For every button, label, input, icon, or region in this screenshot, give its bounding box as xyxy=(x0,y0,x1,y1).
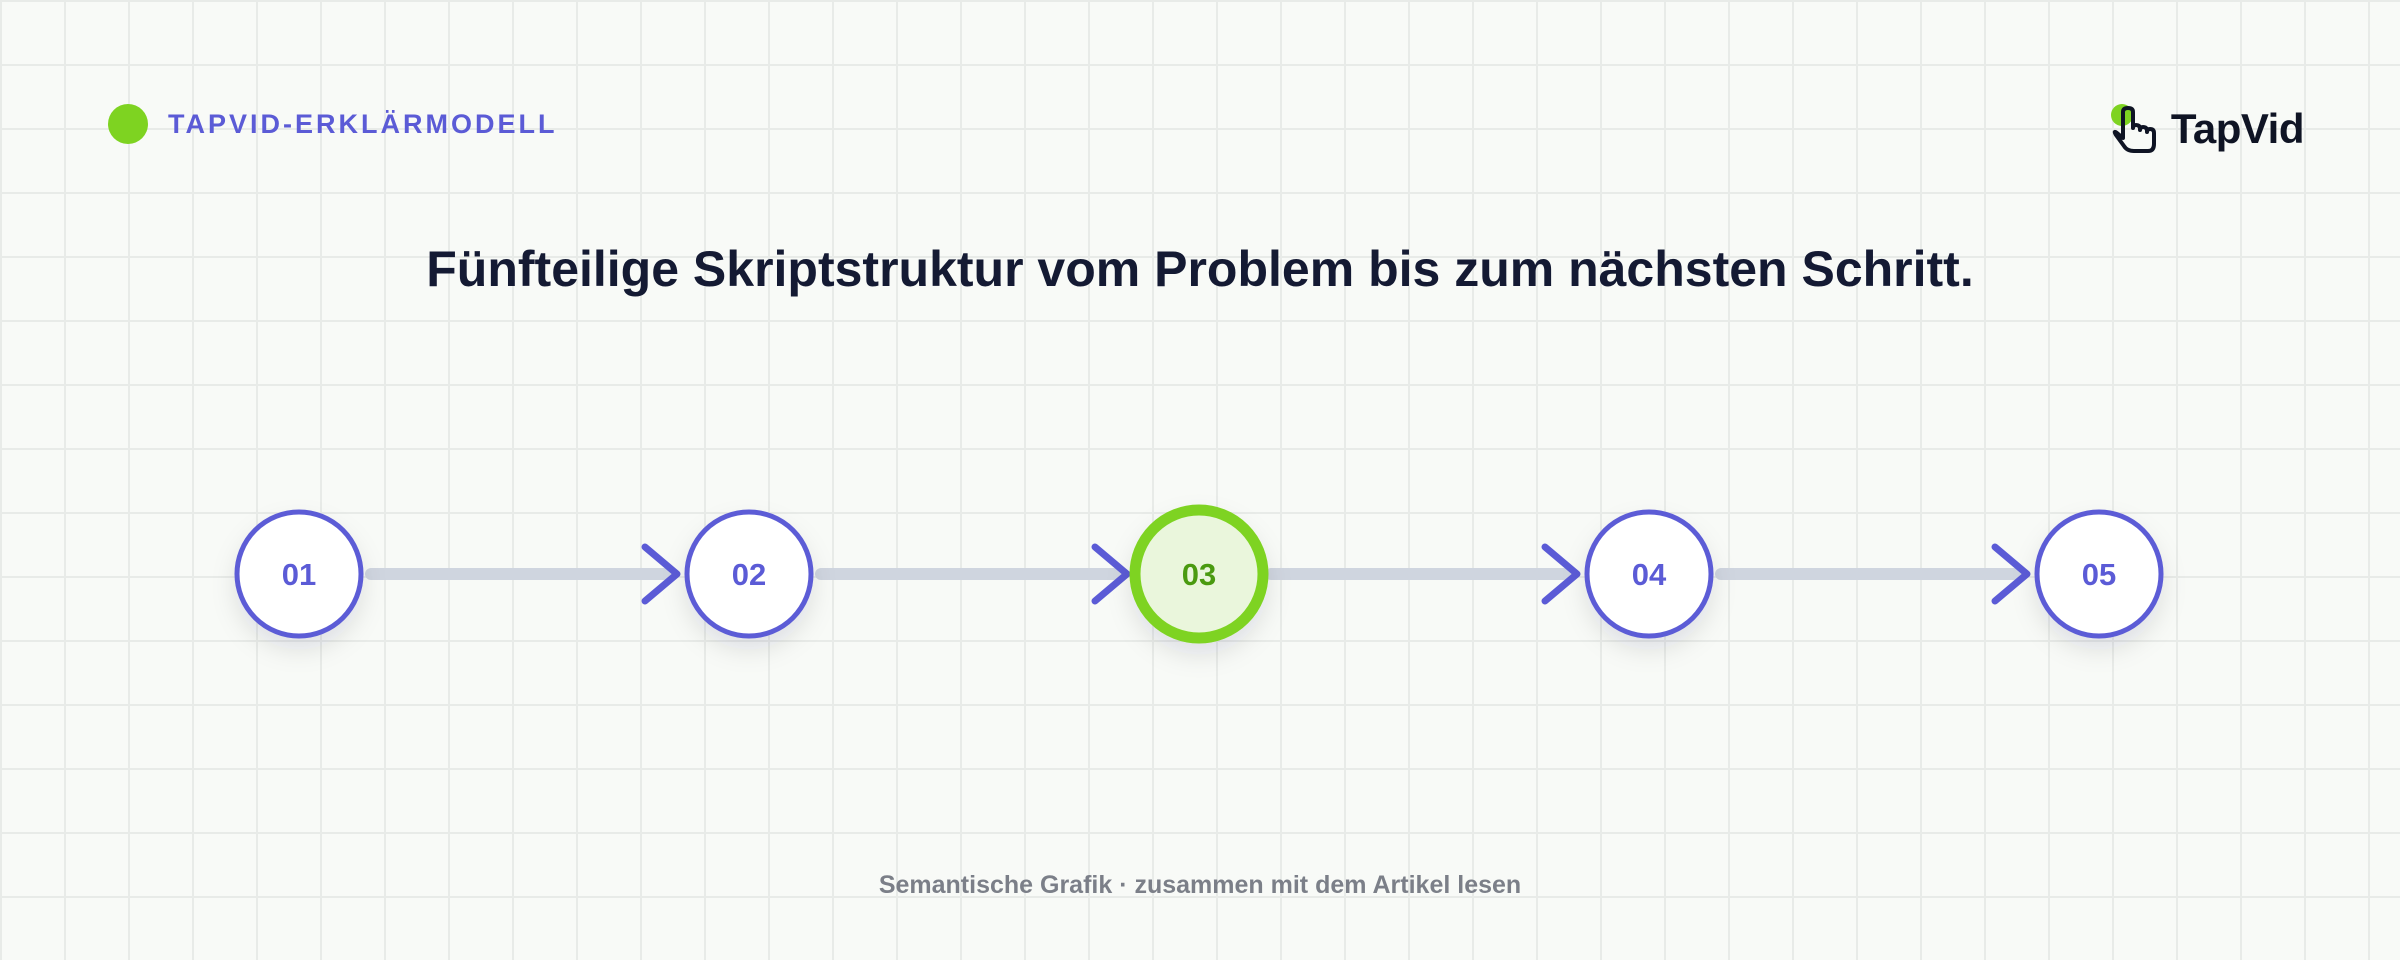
step-label: 01 xyxy=(282,557,316,592)
arrow-right-icon xyxy=(365,543,681,605)
step-node-03: 03 xyxy=(1129,504,1269,644)
arrow-right-icon xyxy=(1265,543,1581,605)
arrow-right-icon xyxy=(1715,543,2031,605)
step-node-02: 02 xyxy=(684,509,814,639)
green-dot-icon xyxy=(108,104,148,144)
arrow-right-icon xyxy=(815,543,1131,605)
step-label: 02 xyxy=(732,557,766,592)
footer-caption: Semantische Grafik · zusammen mit dem Ar… xyxy=(878,871,1522,899)
step-label: 05 xyxy=(2082,557,2116,592)
category-label: TAPVID-ERKLÄRMODELL xyxy=(168,108,558,139)
brand-name: TapVid xyxy=(2170,105,2305,152)
step-label: 04 xyxy=(1632,557,1667,592)
page-title: Fünfteilige Skriptstruktur vom Problem b… xyxy=(426,241,1974,297)
step-node-01: 01 xyxy=(234,509,364,639)
pointer-hand-icon xyxy=(2107,100,2165,158)
step-node-05: 05 xyxy=(2034,509,2164,639)
brand-logo: TapVid xyxy=(2107,100,2305,158)
step-node-04: 04 xyxy=(1584,509,1714,639)
step-label: 03 xyxy=(1182,557,1216,592)
category-tag: TAPVID-ERKLÄRMODELL xyxy=(108,104,557,144)
